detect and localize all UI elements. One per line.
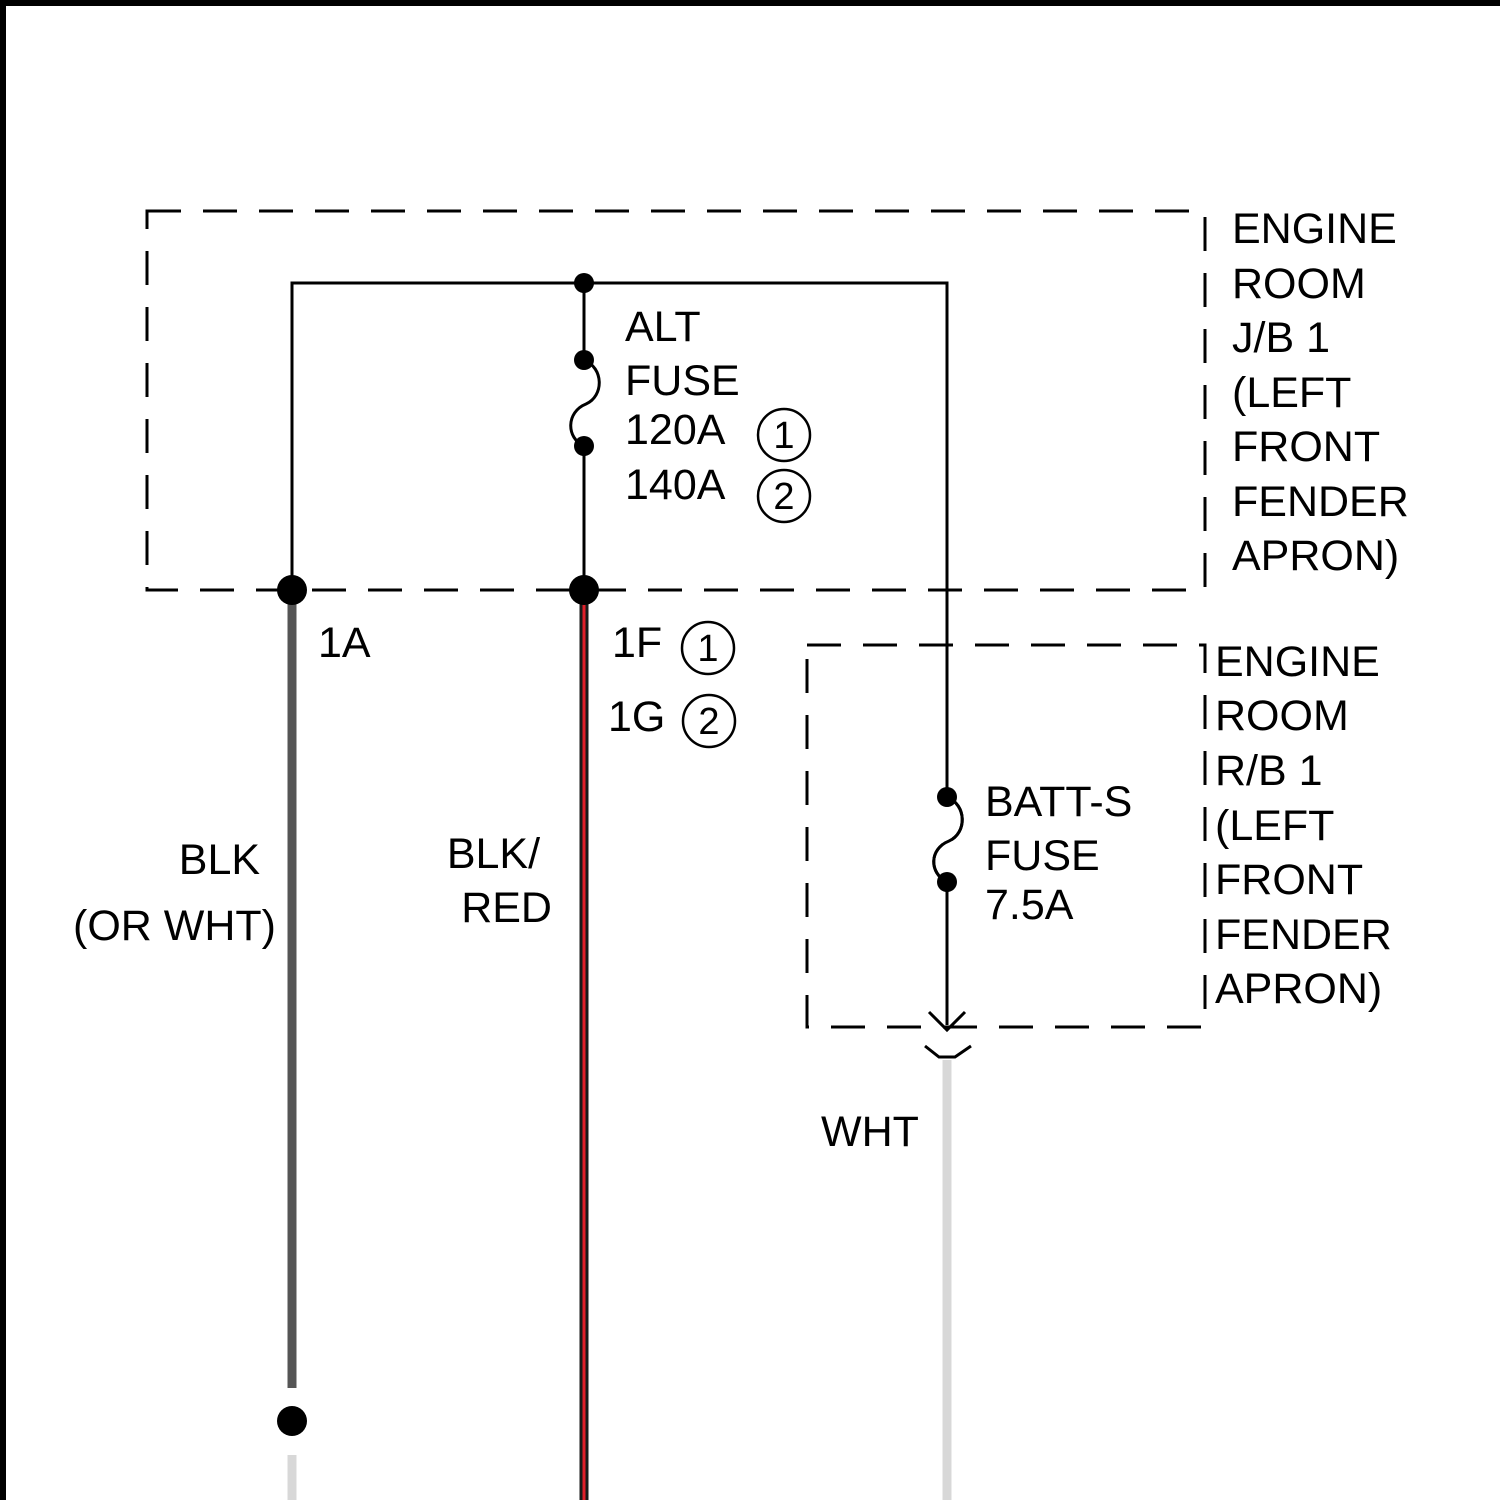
wire-wht-label: WHT xyxy=(821,1108,919,1156)
jb1-label-line: APRON) xyxy=(1232,532,1399,580)
jb1-label: ENGINE ROOM J/B 1 (LEFT FRONT FENDER APR… xyxy=(1232,205,1421,580)
alt-fuse-symbol xyxy=(571,360,600,446)
rb1-label-line: APRON) xyxy=(1215,965,1382,1013)
alt-fuse-terminal-top xyxy=(574,350,594,370)
batt-s-fuse-label-line: BATT-S xyxy=(985,778,1132,826)
wire-blk-red-label: BLK/ RED xyxy=(447,830,552,932)
alt-fuse-label: ALT FUSE 120A 140A xyxy=(625,303,752,509)
jb1-label-line: (LEFT xyxy=(1232,369,1351,417)
jb1-label-line: FENDER xyxy=(1232,478,1409,526)
variant-mark-120a: 1 xyxy=(758,409,810,461)
jb1-label-line: FRONT xyxy=(1232,423,1380,471)
variant-mark-1g: 2 xyxy=(683,695,735,747)
alt-fuse-label-line: FUSE xyxy=(625,357,740,405)
variant-mark-140a: 2 xyxy=(758,470,810,522)
wire-blk-label-line: BLK xyxy=(179,836,261,884)
bus-junction xyxy=(574,273,594,293)
variant-mark-number: 2 xyxy=(698,701,719,743)
jb1-label-line: J/B 1 xyxy=(1232,314,1330,362)
wire-blk-label: BLK (OR WHT) xyxy=(73,836,276,950)
connector-1a-label: 1A xyxy=(318,619,371,667)
variant-mark-number: 1 xyxy=(773,415,794,457)
batt-s-fuse-terminal-top xyxy=(937,787,957,807)
batt-s-fuse-label: BATT-S FUSE 7.5A xyxy=(985,778,1144,929)
jb1-label-line: ROOM xyxy=(1232,260,1366,308)
rb1-label-line: R/B 1 xyxy=(1215,747,1323,795)
batt-s-fuse-label-line: 7.5A xyxy=(985,881,1074,929)
wire-blk-red-label-line: BLK/ xyxy=(447,830,540,878)
alt-fuse-label-line: ALT xyxy=(625,303,700,351)
wire-blk-label-line: (OR WHT) xyxy=(73,902,276,950)
rb1-label-line: (LEFT xyxy=(1215,802,1334,850)
rb1-label-line: ROOM xyxy=(1215,692,1349,740)
rb1-label-line: ENGINE xyxy=(1215,638,1380,686)
connector-1f-1g-point xyxy=(569,575,599,605)
alt-fuse-label-line: 140A xyxy=(625,461,726,509)
rb1-label: ENGINE ROOM R/B 1 (LEFT FRONT FENDER APR… xyxy=(1215,638,1404,1013)
batt-s-fuse-label-line: FUSE xyxy=(985,832,1100,880)
jb1-label-line: ENGINE xyxy=(1232,205,1397,253)
alt-fuse-terminal-bottom xyxy=(574,436,594,456)
variant-mark-number: 2 xyxy=(773,476,794,518)
batt-s-fuse-terminal-bottom xyxy=(937,872,957,892)
connector-1g-label: 1G xyxy=(608,693,665,741)
alt-fuse-label-line: 120A xyxy=(625,406,726,454)
wire-blk-red-label-line: RED xyxy=(461,884,552,932)
connector-1a-point xyxy=(277,575,307,605)
blk-wire-junction xyxy=(277,1406,307,1436)
rb1-label-line: FENDER xyxy=(1215,911,1392,959)
variant-mark-1f: 1 xyxy=(682,622,734,674)
rb1-label-line: FRONT xyxy=(1215,856,1363,904)
variant-mark-number: 1 xyxy=(697,628,718,670)
connector-1f-label: 1F xyxy=(612,619,662,667)
